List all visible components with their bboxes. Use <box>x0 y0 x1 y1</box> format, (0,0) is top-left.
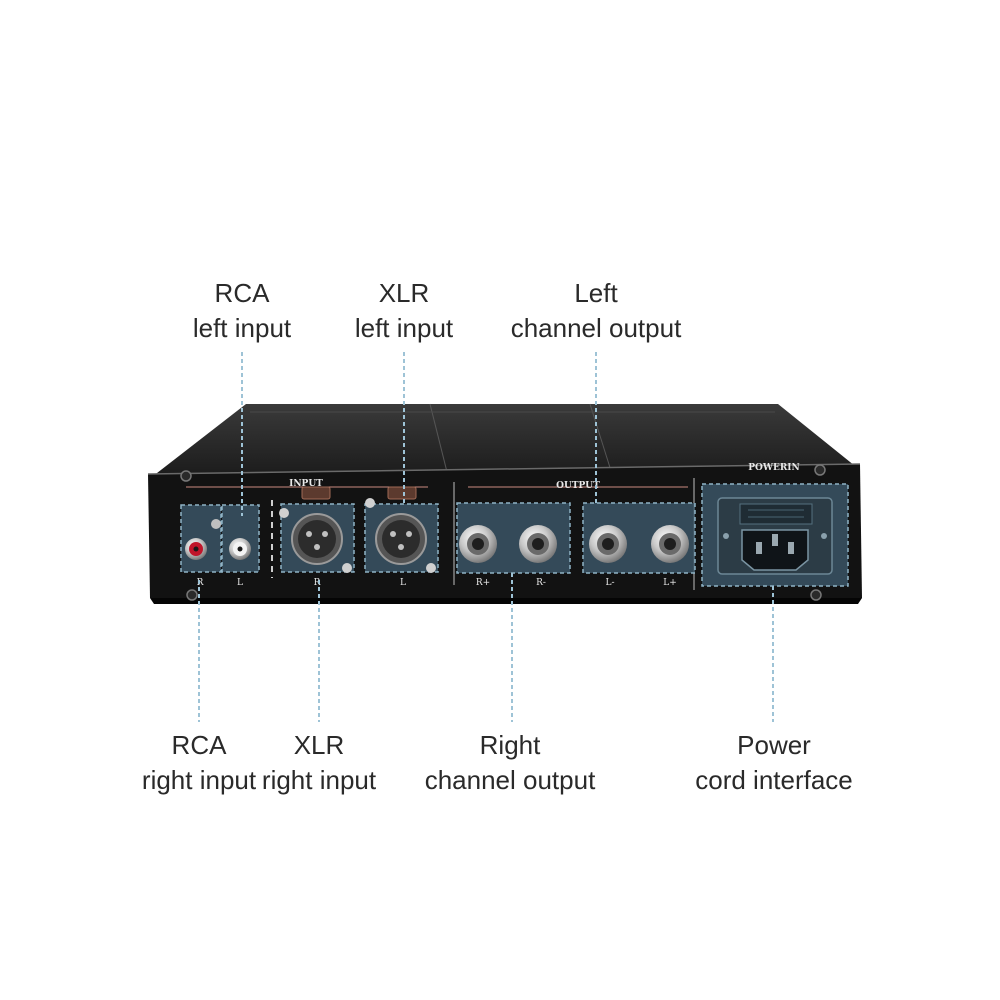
callout-line: XLR <box>378 278 430 308</box>
xlr-connector-right <box>279 508 352 573</box>
mark-out-lm: L- <box>605 578 614 588</box>
input-label-badge <box>301 486 331 500</box>
callout-right-channel-output: Right channel output <box>370 728 650 798</box>
power-header: POWERIN <box>748 463 800 473</box>
callout-line: RCA <box>214 278 270 308</box>
binding-post-l-minus <box>589 525 627 563</box>
mark-xlr-r: R <box>314 578 321 588</box>
ground-screw <box>211 519 221 529</box>
mark-out-rm: R- <box>536 578 546 588</box>
callout-line: right input <box>261 765 377 795</box>
binding-post-r-minus <box>519 525 557 563</box>
binding-post-r-plus <box>459 525 497 563</box>
power-inlet <box>717 497 833 575</box>
callout-line: channel output <box>510 313 682 343</box>
xlr-connector-left <box>365 498 436 573</box>
callout-line: RCA <box>171 730 227 760</box>
callout-rca-left-input: RCA left input <box>102 276 382 346</box>
input-header: INPUT <box>289 479 323 489</box>
rca-jack-left <box>229 538 251 560</box>
callout-line: Left <box>574 278 618 308</box>
output-header: OUTPUT <box>556 481 600 491</box>
callout-line: XLR <box>293 730 345 760</box>
mark-out-lp: L+ <box>663 578 677 588</box>
callout-line: left input <box>192 313 292 343</box>
callout-line: Power <box>737 730 811 760</box>
mark-out-rp: R+ <box>476 578 490 588</box>
connector-marks: R L R L R+ R- L- L+ <box>197 578 677 588</box>
panel-screws <box>180 464 826 601</box>
callout-xlr-right-input: XLR right input <box>179 728 459 798</box>
mark-rca-r: R <box>197 578 204 588</box>
input-label-badge <box>387 486 417 500</box>
leader-lines <box>198 352 774 722</box>
mark-xlr-l: L <box>400 578 406 588</box>
callout-left-channel-output: Left channel output <box>456 276 736 346</box>
callout-power-cord-interface: Power cord interface <box>634 728 914 798</box>
rca-jack-right <box>185 538 207 560</box>
callout-line: cord interface <box>695 765 853 795</box>
chassis-top <box>148 403 860 480</box>
highlight-rca-right <box>180 504 222 573</box>
callout-line: channel output <box>424 765 596 795</box>
callout-line: left input <box>354 313 454 343</box>
callout-line: Right <box>479 730 541 760</box>
mark-rca-l: L <box>237 578 243 588</box>
callout-line: right input <box>141 765 257 795</box>
callout-rca-right-input: RCA right input <box>59 728 339 798</box>
section-headers: INPUT OUTPUT POWERIN <box>186 463 800 590</box>
callout-xlr-left-input: XLR left input <box>264 276 544 346</box>
binding-post-l-plus <box>651 525 689 563</box>
